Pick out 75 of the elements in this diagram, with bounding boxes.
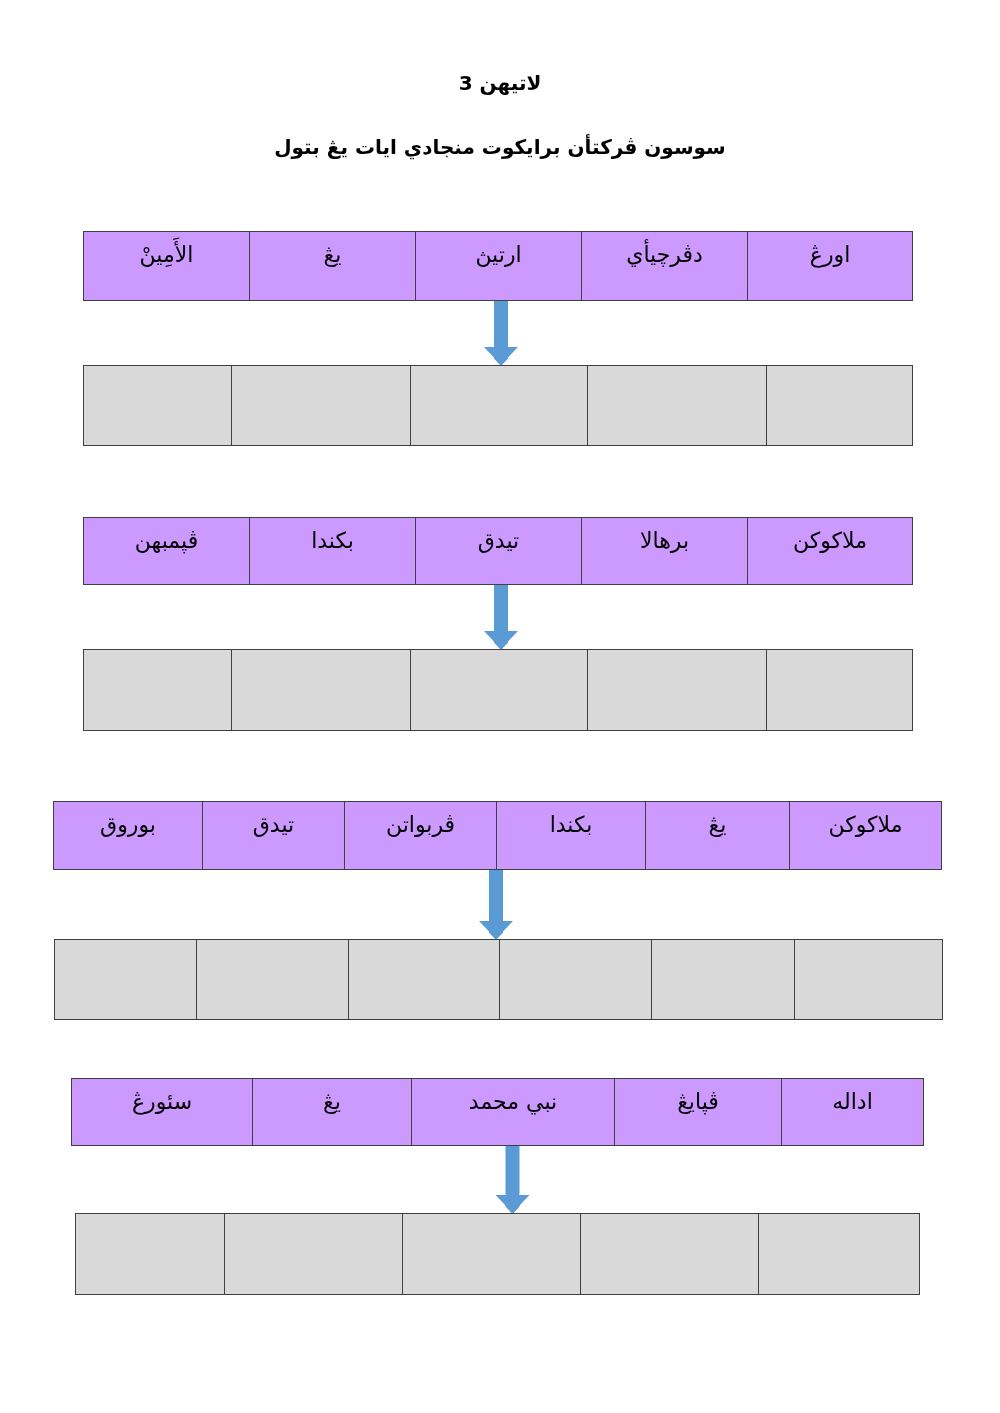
answer-box xyxy=(348,940,499,1019)
answer-box xyxy=(766,366,912,445)
answer-box xyxy=(224,1214,402,1294)
word-cell xyxy=(84,232,249,300)
word-text: يڠ xyxy=(323,241,342,269)
answer-box xyxy=(231,366,410,445)
word-row xyxy=(83,517,913,585)
word-cell xyxy=(645,802,789,869)
worksheet-title: لاتيهن 3 xyxy=(458,70,542,97)
word-text: ملاكوكن xyxy=(793,527,867,555)
word-cell xyxy=(789,802,941,869)
word-text: سئورڠ xyxy=(131,1088,193,1117)
answer-box xyxy=(499,940,651,1019)
answer-box xyxy=(766,650,912,730)
answer-box xyxy=(231,650,410,730)
answer-box xyxy=(196,940,348,1019)
down-arrow xyxy=(484,301,518,365)
answer-box xyxy=(587,650,766,730)
word-text: يڠ xyxy=(323,1088,341,1116)
answer-box xyxy=(402,1214,580,1294)
answer-box xyxy=(84,366,231,445)
word-text: ملاكوكن xyxy=(828,811,903,839)
word-text: تيدق xyxy=(252,811,295,839)
word-text: اورڠ xyxy=(809,241,851,270)
down-arrow xyxy=(495,1146,530,1213)
word-cell xyxy=(344,802,496,869)
answer-box xyxy=(410,650,587,730)
word-cell xyxy=(781,1079,923,1145)
word-cell xyxy=(54,802,202,869)
word-text: بوروق xyxy=(100,811,156,839)
word-text: بكندا xyxy=(549,811,593,839)
down-arrow xyxy=(479,870,513,939)
word-text: دڤرچيأي xyxy=(626,240,703,270)
word-cell xyxy=(581,518,747,584)
word-cell xyxy=(415,232,581,300)
word-text: بكندا xyxy=(311,527,354,555)
word-text: ڤڽايڠ xyxy=(677,1088,719,1117)
answer-row xyxy=(75,1213,920,1295)
word-text: برهالا xyxy=(639,527,690,555)
answer-box xyxy=(651,940,794,1019)
answer-box xyxy=(580,1214,758,1294)
word-text: ڤربواتن xyxy=(385,811,456,839)
word-cell xyxy=(72,1079,252,1145)
word-row xyxy=(53,801,942,870)
word-text: نبي محمد xyxy=(468,1088,558,1117)
word-cell xyxy=(249,518,415,584)
answer-row xyxy=(83,365,913,446)
word-cell xyxy=(614,1079,781,1145)
word-cell xyxy=(496,802,645,869)
word-text: ارتيڽ xyxy=(475,241,522,269)
word-cell xyxy=(415,518,581,584)
word-text: ڤڽمبهن xyxy=(134,527,199,556)
answer-box xyxy=(55,940,196,1019)
instruction-text: سوسون ڤركتأن برايكوت منجادي ايات يڠ بتول xyxy=(274,133,726,161)
word-cell xyxy=(249,232,415,300)
word-cell xyxy=(747,232,912,300)
word-cell xyxy=(581,232,747,300)
word-cell xyxy=(411,1079,614,1145)
answer-box xyxy=(758,1214,919,1294)
word-text: يڠ xyxy=(708,811,727,839)
answer-box xyxy=(587,366,766,445)
answer-row xyxy=(54,939,943,1020)
answer-box xyxy=(794,940,942,1019)
word-text: اداله xyxy=(832,1088,873,1116)
down-arrow xyxy=(484,585,518,649)
word-cell xyxy=(202,802,344,869)
word-text: تيدق xyxy=(477,527,520,555)
answer-row xyxy=(83,649,913,731)
answer-box xyxy=(84,650,231,730)
word-cell xyxy=(747,518,912,584)
word-cell xyxy=(84,518,249,584)
word-cell xyxy=(252,1079,411,1145)
answer-box xyxy=(410,366,587,445)
answer-box xyxy=(76,1214,224,1294)
word-row xyxy=(71,1078,924,1146)
